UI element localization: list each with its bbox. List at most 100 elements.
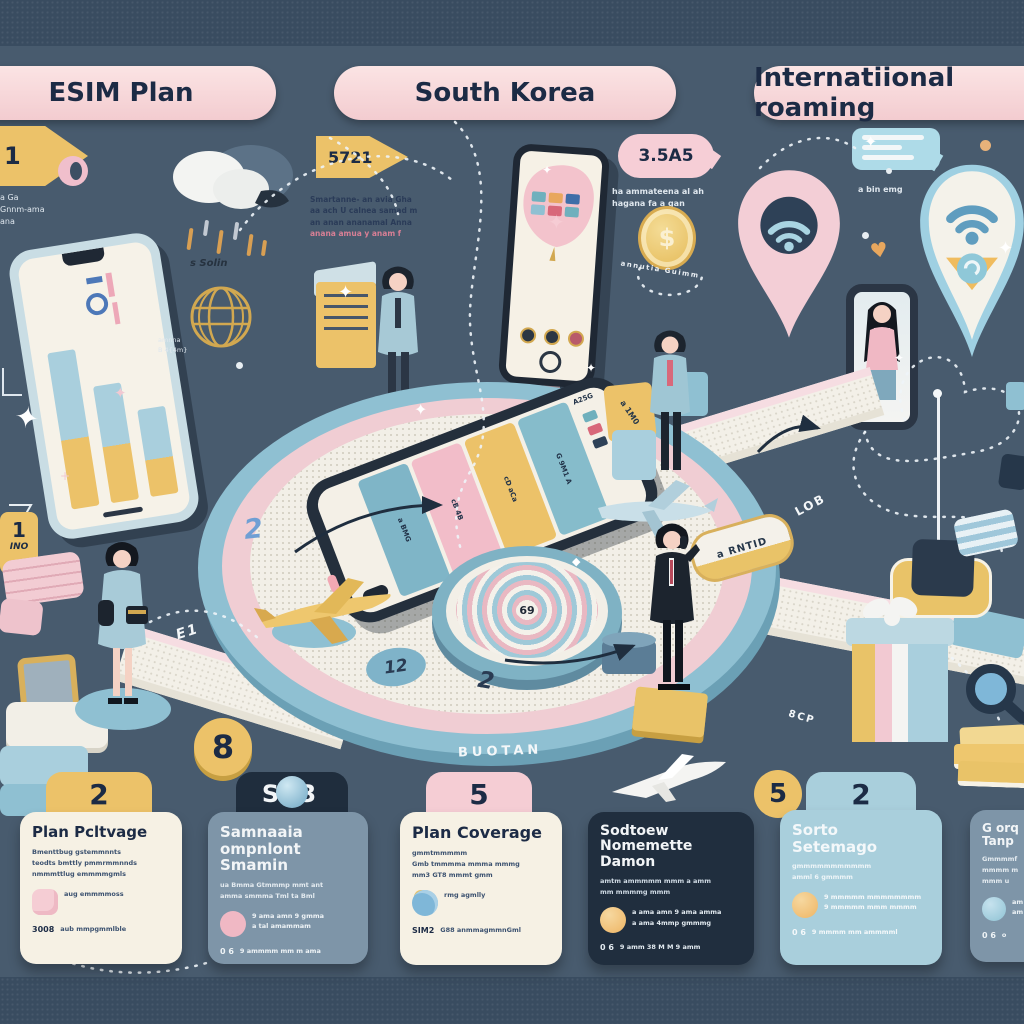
card1-body: Bmenttbug gstemmnnts teodts bmttly pmmrm… bbox=[32, 847, 137, 878]
card5-row1-text: 9 mmmmm mmmmmmmm 9 mmmmm mmm mmmm bbox=[824, 893, 922, 912]
blue-location-pin-icon bbox=[918, 162, 1024, 362]
card3-row2-text: G88 anmmagmmnGml bbox=[440, 925, 522, 934]
status-chip bbox=[592, 435, 609, 450]
box-line bbox=[324, 327, 368, 330]
gift-pink-icon bbox=[32, 888, 58, 915]
status-chip bbox=[587, 422, 604, 436]
bottom-border-band bbox=[0, 977, 1024, 1024]
korean-glyphs bbox=[85, 275, 103, 285]
deco-dot bbox=[236, 362, 243, 369]
phone-notch bbox=[61, 247, 106, 267]
rain-drop bbox=[186, 227, 194, 251]
home-bar bbox=[102, 506, 144, 518]
korean-glyphs bbox=[105, 272, 116, 298]
card5-tab-label: 2 bbox=[851, 777, 871, 811]
banner-international-roaming: Internatiional roaming bbox=[754, 63, 1024, 123]
card4-row2: 0 6 9 amm 38 M M 9 amm bbox=[600, 942, 744, 955]
card6-row1: am am bbox=[982, 896, 1024, 921]
rain-drop bbox=[202, 219, 210, 237]
card6-body: Gmmmmf mmmm m mmm u bbox=[982, 855, 1019, 886]
sparkle-icon: ✦ bbox=[542, 163, 553, 177]
tile bbox=[548, 192, 564, 204]
sparkle-icon: ✦ bbox=[998, 238, 1014, 259]
badge-1-num: 1 bbox=[12, 518, 26, 542]
capsule-label: a RNTID bbox=[715, 535, 769, 561]
cloud-caption: s Solin bbox=[190, 258, 228, 269]
card4-body: amtm ammmmm mmm a amm mm mmmmg mmm bbox=[600, 877, 711, 897]
woman-base-oval bbox=[75, 688, 171, 730]
price-bubble-label: 3.5A5 bbox=[638, 146, 694, 166]
globe-sphere-icon bbox=[276, 776, 308, 808]
sparkle-icon: ✦ bbox=[414, 400, 428, 419]
person-blue-suit-man bbox=[372, 264, 424, 432]
tile bbox=[530, 204, 546, 216]
barchart-phone bbox=[6, 229, 202, 543]
orange-circle-icon bbox=[792, 892, 818, 919]
app-row-label: cD aCa bbox=[501, 475, 520, 504]
rain-drop bbox=[216, 229, 224, 255]
card1-row2-lead: 3008 bbox=[32, 924, 55, 934]
globe-icon bbox=[188, 284, 254, 350]
gift-ribbon bbox=[892, 644, 908, 742]
person-woman-handbag bbox=[92, 540, 152, 712]
step-arrow-badge-5721: 5721 bbox=[316, 136, 408, 178]
mid-annotation: Smartanne- an avia Gha aa ach U calnea s… bbox=[310, 195, 418, 227]
pink-sim-card-icon bbox=[0, 597, 44, 637]
card-equipment: Samnaaia ompnlont Smamin ua Bmma Gtmmmp … bbox=[208, 812, 368, 964]
card1-row1: aug emmmmoss bbox=[32, 888, 172, 915]
home-button bbox=[538, 350, 563, 374]
deco-dot bbox=[980, 140, 991, 151]
banner-esim-plan-label: ESIM Plan bbox=[48, 78, 194, 108]
card6-row2: 0 6 o bbox=[982, 930, 1024, 943]
card4-row1-text: a ama amn 9 ama amma a ama 4mmp gmmmg bbox=[632, 908, 722, 927]
card1-title: Plan Pcltvage bbox=[32, 823, 148, 841]
card1-row2: 3008 aub mmpgmmlble bbox=[32, 924, 172, 937]
price-bubble: 3.5A5 bbox=[618, 134, 714, 178]
card4-row2-text: 9 amm 38 M M 9 amm bbox=[619, 943, 701, 952]
dollar-glyph: $ bbox=[658, 224, 676, 252]
app-row-label: G 9M1 A bbox=[554, 451, 574, 486]
card-data-storage: Sorto Setemago gmmmmmmmmmmm amml 6 gmmmm… bbox=[780, 810, 942, 965]
card5-tab: 2 bbox=[806, 772, 916, 816]
orange-circle-icon bbox=[600, 907, 626, 934]
magnifier-handle bbox=[1000, 697, 1024, 726]
card3-row1-text: rmg agmlly bbox=[444, 890, 486, 899]
vortex-swirl: 69 bbox=[456, 562, 598, 658]
number-5-label: 5 bbox=[768, 779, 788, 809]
person-black-suit-man-calling bbox=[644, 520, 700, 702]
number-2-blue-glyph: 2 bbox=[242, 513, 265, 546]
chat-annotation: a bin emg bbox=[858, 185, 903, 194]
antenna-tip bbox=[933, 389, 942, 398]
price-annotation: ha ammateena al ah hagana fa a gan bbox=[612, 187, 704, 208]
cloud-svg bbox=[173, 145, 293, 209]
rain-drop bbox=[260, 239, 268, 257]
card5-row2-lead: 0 6 bbox=[792, 928, 806, 938]
rain-cloud-icon bbox=[165, 135, 295, 227]
white-plane-icon bbox=[606, 748, 736, 808]
gift-lid bbox=[846, 618, 954, 646]
card6-row2-text: o bbox=[1001, 930, 1007, 939]
card3-title: Plan Coverage bbox=[412, 823, 542, 842]
box-line bbox=[324, 294, 368, 297]
ring-label-lob: LOB bbox=[792, 491, 828, 519]
sparkle-icon: ✦ bbox=[864, 132, 878, 151]
chat-line bbox=[862, 145, 902, 150]
ring-label-buotan: BUOTAN bbox=[457, 742, 543, 761]
chart-bar bbox=[47, 349, 100, 510]
open-box-front bbox=[316, 282, 376, 368]
sparkle-icon: ✦ bbox=[586, 361, 597, 375]
card-network-demand: Sodtoew Nomemette Damon amtm ammmmm mmm … bbox=[588, 812, 754, 965]
magnifier-icon bbox=[966, 664, 1016, 714]
chart-bar bbox=[137, 405, 179, 498]
teal-gadget bbox=[1006, 382, 1024, 410]
app-row-label: cB 4B bbox=[449, 497, 465, 522]
dark-gadget bbox=[997, 453, 1024, 491]
card5-title: Sorto Setemago bbox=[792, 821, 878, 856]
card4-row1: a ama amn 9 ama amma a ama 4mmp gmmmg bbox=[600, 907, 744, 934]
status-chip bbox=[581, 409, 599, 423]
coin-row bbox=[519, 326, 585, 348]
tile bbox=[531, 191, 547, 203]
card6-row2-lead: 0 6 bbox=[982, 930, 996, 940]
striped-card-icon bbox=[952, 508, 1020, 558]
deco-dot bbox=[886, 168, 892, 174]
